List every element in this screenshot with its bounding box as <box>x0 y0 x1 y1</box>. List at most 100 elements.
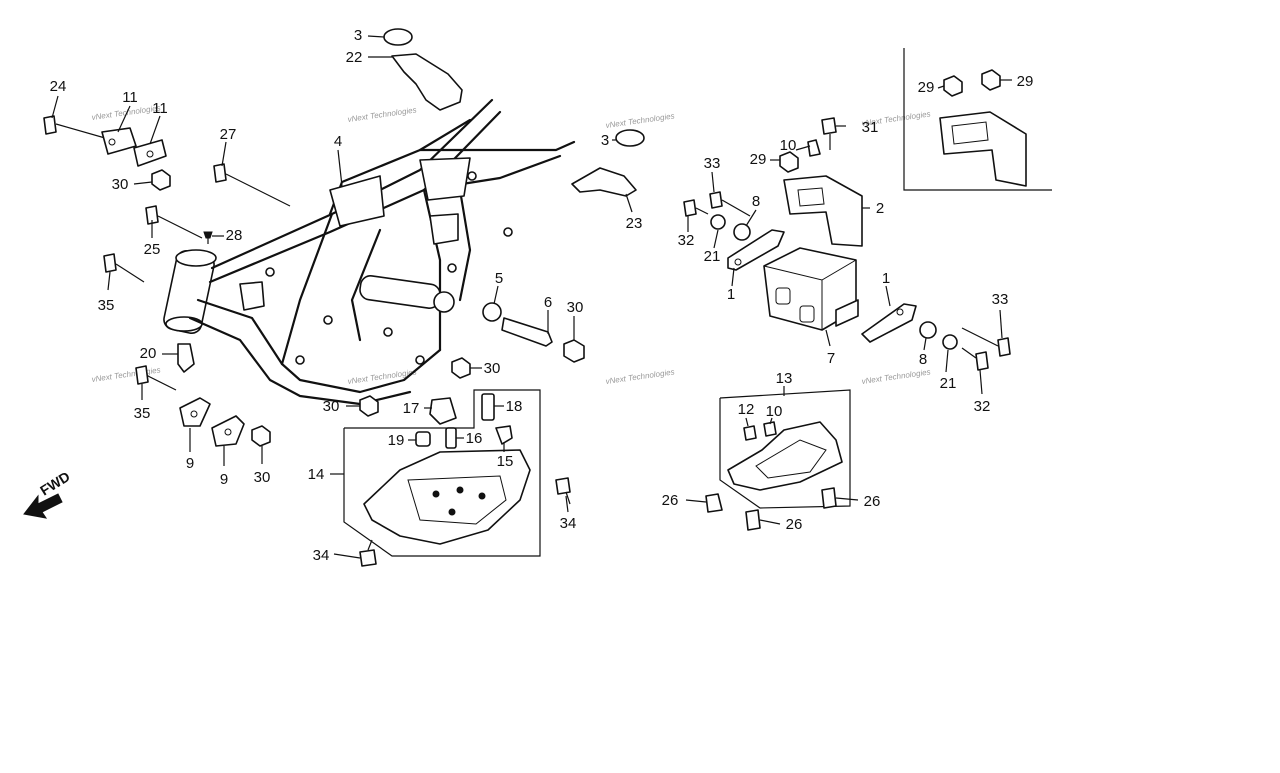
collar-19 <box>415 431 431 447</box>
nut-30b <box>251 425 271 447</box>
callout-32: 32 <box>974 398 991 415</box>
leader <box>835 497 859 501</box>
main-frame <box>163 98 576 406</box>
leader <box>825 329 831 347</box>
callout-30: 30 <box>567 299 584 316</box>
watermarks: vNext Technologies vNext Technologies vN… <box>91 103 931 386</box>
callout-16: 16 <box>466 430 483 447</box>
watermark: vNext Technologies <box>91 103 161 122</box>
bolt-25-shank <box>157 215 203 239</box>
callout-35: 35 <box>134 405 151 422</box>
callout-5: 5 <box>495 270 503 287</box>
bolt-35a-head <box>103 253 117 273</box>
washer-21a <box>710 214 726 230</box>
leader <box>685 499 707 503</box>
plate-hole <box>108 138 116 146</box>
fwd-arrow-icon <box>23 493 63 519</box>
callout-20: 20 <box>140 345 157 362</box>
callout-12: 12 <box>738 401 755 418</box>
callout-13: 13 <box>776 370 793 387</box>
nut-30a <box>151 169 171 191</box>
callout-7: 7 <box>827 350 835 367</box>
frame-tab <box>415 355 425 365</box>
frame-rear-downtube-inner <box>458 188 472 302</box>
frame-center-brace <box>350 228 382 342</box>
leader <box>117 105 131 133</box>
skid-plate-hole <box>456 486 464 494</box>
plate-9a <box>179 397 211 427</box>
bolt-34a-head <box>555 477 571 495</box>
skid-plate-hole <box>432 490 440 498</box>
bolt-27-head <box>213 163 227 183</box>
callout-29: 29 <box>750 151 767 168</box>
strap-hole <box>896 308 904 316</box>
frame-tab <box>265 267 275 277</box>
skid-plate-group <box>359 393 571 567</box>
frame-cross-pipe <box>359 275 441 309</box>
battery-box-vent <box>799 305 815 323</box>
skid-plate-hole <box>448 508 456 516</box>
cushion-8b <box>919 321 937 339</box>
bracket-23 <box>571 167 637 197</box>
plate-hole <box>190 410 198 418</box>
nut-12 <box>743 425 757 441</box>
strap-1a <box>727 229 785 271</box>
callout-32: 32 <box>678 232 695 249</box>
skid-plate-group-box <box>343 389 541 557</box>
leader-lines <box>51 35 1012 559</box>
steering-head-bottom <box>165 316 203 332</box>
cap-3a <box>383 28 413 46</box>
frame-rear-downtube <box>422 188 442 352</box>
callout-8: 8 <box>919 351 927 368</box>
frame-front-brace <box>280 212 334 366</box>
callout-23: 23 <box>626 215 643 232</box>
callout-2: 2 <box>876 200 884 217</box>
collar-18 <box>481 393 495 421</box>
center-hardware <box>359 302 585 417</box>
watermark: vNext Technologies <box>347 105 417 124</box>
callout-33: 33 <box>704 155 721 172</box>
bolt-33a-shank <box>721 199 751 217</box>
plate-hole <box>224 428 232 436</box>
callout-4: 4 <box>334 133 342 150</box>
bolt-32a-head <box>683 199 697 217</box>
frame-gusset-front <box>329 175 385 227</box>
callout-14: 14 <box>308 466 325 483</box>
callout-19: 19 <box>388 432 405 449</box>
frame-gusset-center <box>419 157 471 201</box>
callout-3: 3 <box>354 27 362 44</box>
grommet-10a <box>807 139 821 157</box>
bolt-25-head <box>145 205 159 225</box>
skid-plate-14 <box>363 449 531 545</box>
callout-29: 29 <box>918 79 935 96</box>
callout-15: 15 <box>497 453 514 470</box>
watermark: vNext Technologies <box>605 111 675 130</box>
callout-9: 9 <box>186 455 194 472</box>
cushion-17 <box>429 397 457 425</box>
cap-3b <box>615 129 645 147</box>
bolt-26c <box>821 487 837 509</box>
callout-8: 8 <box>752 193 760 210</box>
leader <box>221 141 227 167</box>
left-parts <box>43 115 291 447</box>
bracket-22 <box>391 53 463 111</box>
nut-30e <box>359 395 379 417</box>
callout-30: 30 <box>254 469 271 486</box>
engine-guard-13 <box>727 421 843 491</box>
inset-box-29 <box>903 48 1052 191</box>
skid-plate-ribs <box>407 475 507 525</box>
callout-6: 6 <box>544 294 552 311</box>
bolt-33a-head <box>709 191 723 209</box>
nut-30c <box>563 339 585 363</box>
fwd-label: FWD <box>37 468 73 498</box>
bolt-32b-shank <box>961 347 977 359</box>
frame-tab <box>323 315 333 325</box>
leader <box>885 285 891 307</box>
clip-15 <box>495 425 513 445</box>
nut-29b <box>943 75 963 97</box>
frame-tab <box>447 263 457 273</box>
battery-box-tab <box>835 299 859 327</box>
leader <box>769 417 773 425</box>
callout-25: 25 <box>144 241 161 258</box>
